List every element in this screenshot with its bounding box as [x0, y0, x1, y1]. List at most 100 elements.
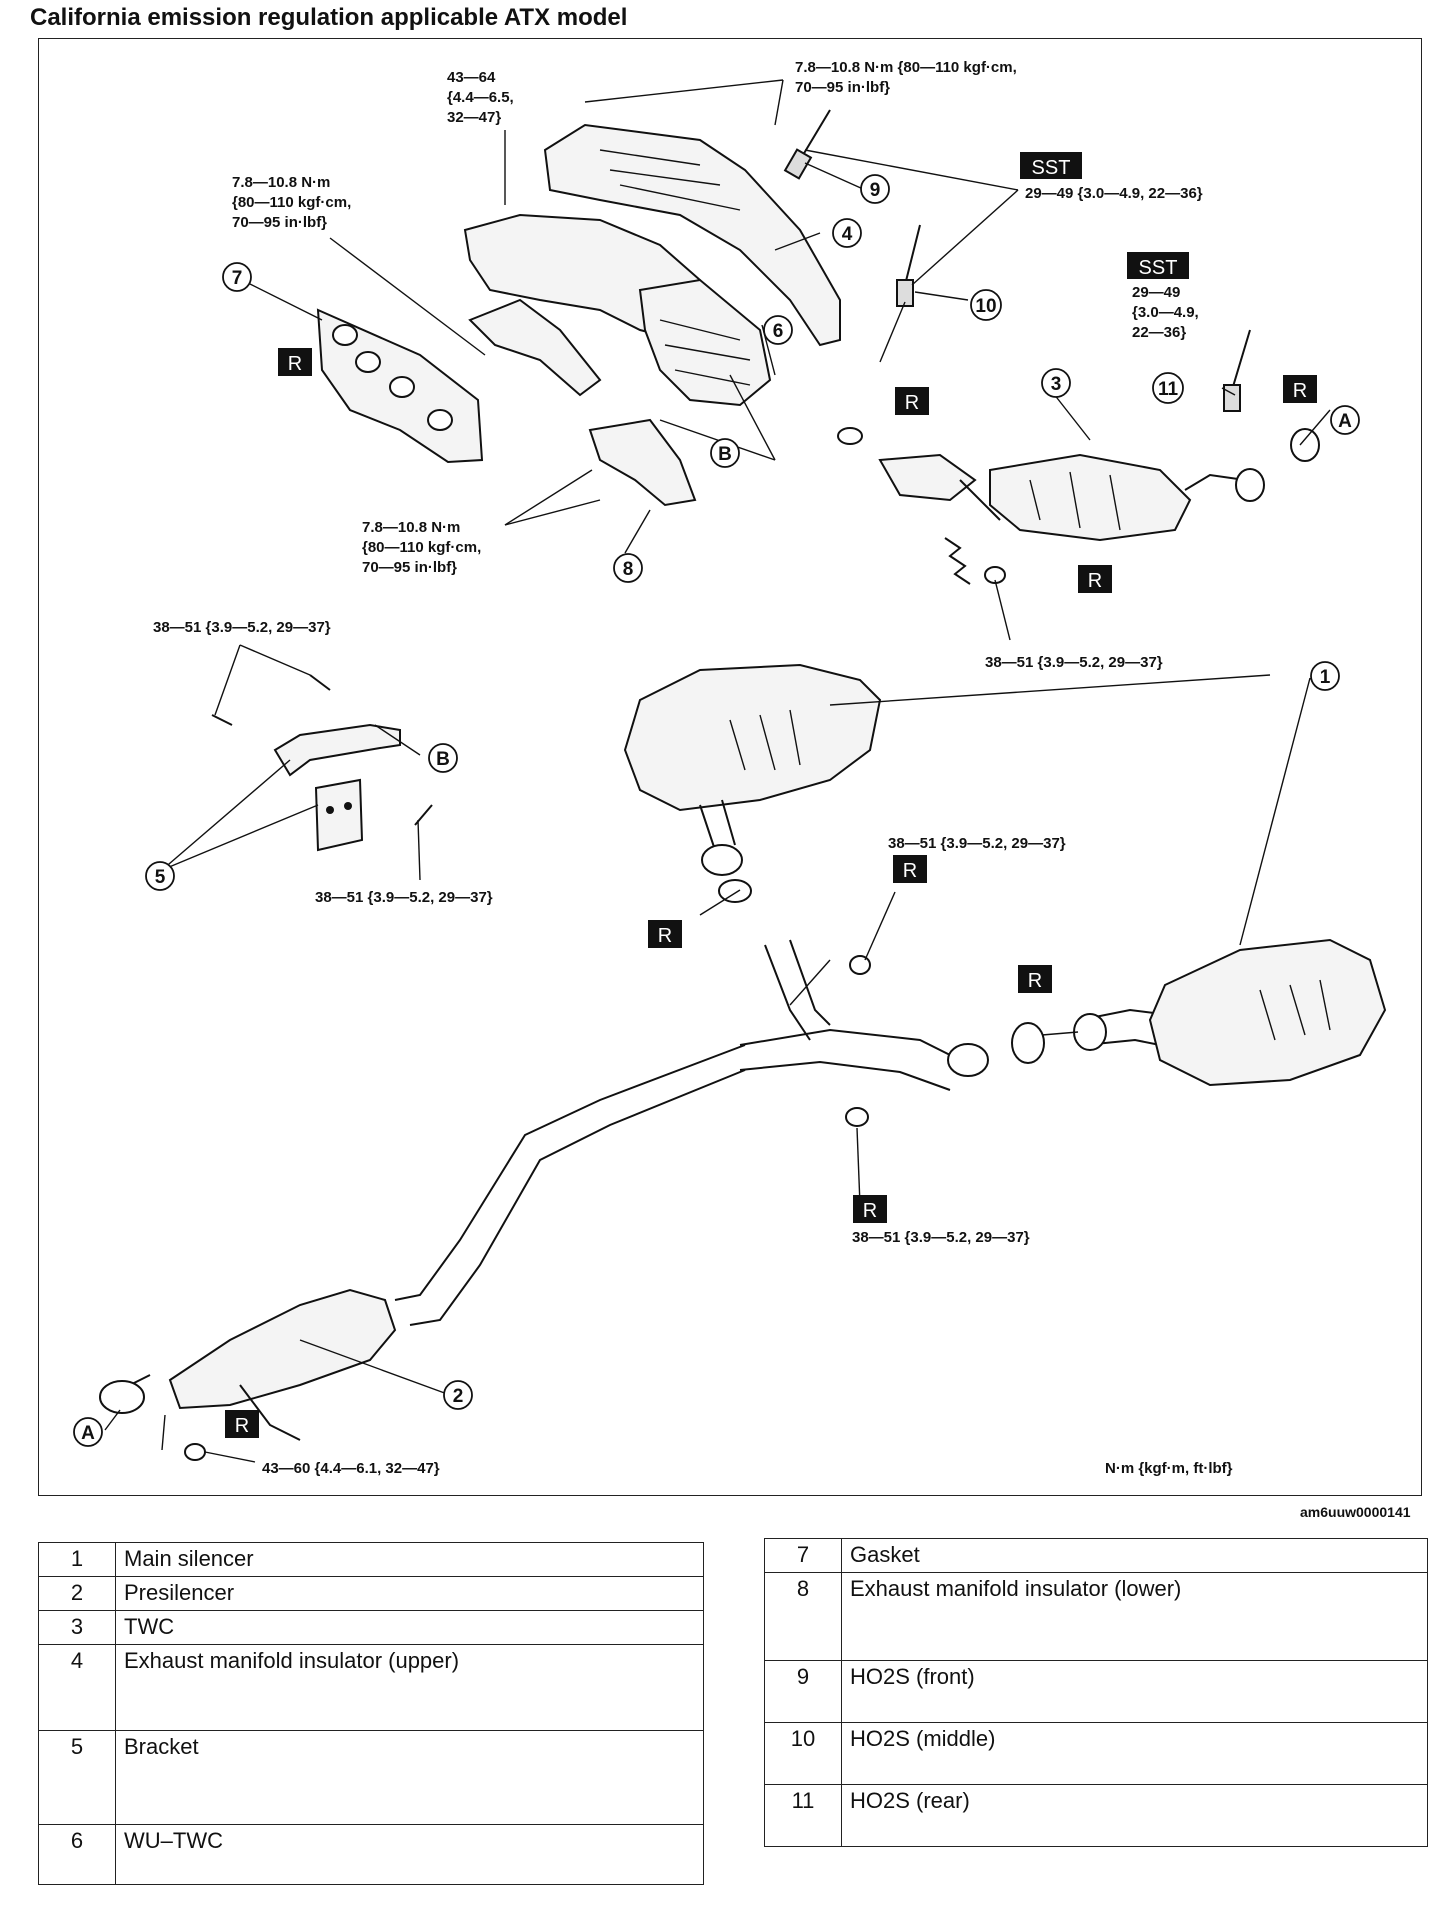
- table-row: 7 Gasket: [764, 1538, 1428, 1573]
- svg-text:3: 3: [1051, 374, 1062, 395]
- gasket-part: [316, 308, 484, 464]
- part-name: HO2S (rear): [841, 1784, 1428, 1847]
- svg-text:32—47}: 32—47}: [447, 109, 501, 126]
- svg-text:R: R: [658, 925, 672, 947]
- svg-text:R: R: [288, 353, 302, 375]
- svg-text:43—64: 43—64: [447, 69, 496, 86]
- ho2s-middle-sensor: [896, 224, 921, 307]
- svg-text:70—95 in·lbf}: 70—95 in·lbf}: [795, 79, 890, 96]
- r-box-8: R: [853, 1195, 887, 1223]
- table-row: 11 HO2S (rear): [764, 1784, 1428, 1847]
- r-box-6: R: [648, 920, 682, 948]
- svg-text:7: 7: [232, 268, 243, 289]
- callout-4: 4: [832, 218, 862, 248]
- torque-label-1: 7.8—10.8 N·m {80—110 kgf·cm, 70—95 in·lb…: [795, 59, 1017, 96]
- part-number: 7: [764, 1538, 842, 1573]
- svg-text:{80—110 kgf·cm,: {80—110 kgf·cm,: [232, 194, 351, 211]
- sst-box-1: SST: [1020, 152, 1082, 179]
- table-row: 5 Bracket: [38, 1730, 704, 1825]
- part-name: Bracket: [115, 1730, 704, 1825]
- reference-code: am6uuw0000141: [1300, 1504, 1411, 1520]
- presilencer-part: [99, 1288, 397, 1461]
- part-name: Presilencer: [115, 1576, 704, 1611]
- y-pipe-part: [739, 939, 1045, 1127]
- r-box-9: R: [225, 1410, 259, 1438]
- part-number: 4: [38, 1644, 116, 1731]
- callout-6: 6: [763, 315, 793, 345]
- svg-text:10: 10: [975, 296, 996, 317]
- part-number: 2: [38, 1576, 116, 1611]
- part-name: Exhaust manifold insulator (upper): [115, 1644, 704, 1731]
- svg-text:R: R: [235, 1415, 249, 1437]
- table-row: 2 Presilencer: [38, 1576, 704, 1611]
- svg-text:29—49 {3.0—4.9, 22—36}: 29—49 {3.0—4.9, 22—36}: [1025, 185, 1203, 202]
- leader-lines: [104, 79, 1331, 1463]
- svg-text:6: 6: [773, 321, 784, 342]
- torque-label-4: 29—49 {3.0—4.9, 22—36}: [1025, 185, 1203, 202]
- table-row: 1 Main silencer: [38, 1542, 704, 1577]
- svg-text:R: R: [1088, 570, 1102, 592]
- svg-text:38—51 {3.9—5.2, 29—37}: 38—51 {3.9—5.2, 29—37}: [315, 889, 493, 906]
- svg-text:38—51 {3.9—5.2, 29—37}: 38—51 {3.9—5.2, 29—37}: [888, 835, 1066, 852]
- r-box-1: R: [278, 348, 312, 376]
- twc-part: [837, 427, 1320, 542]
- torque-label-12: 43—60 {4.4—6.1, 32—47}: [262, 1460, 440, 1477]
- torque-label-10: 38—51 {3.9—5.2, 29—37}: [888, 835, 1066, 852]
- torque-label-6: 7.8—10.8 N·m {80—110 kgf·cm, 70—95 in·lb…: [362, 519, 481, 576]
- svg-text:R: R: [903, 860, 917, 882]
- svg-text:{4.4—6.5,: {4.4—6.5,: [447, 89, 514, 106]
- callout-10: 10: [970, 289, 1002, 321]
- table-row: 10 HO2S (middle): [764, 1722, 1428, 1785]
- main-silencer-part-front: [623, 663, 882, 903]
- callout-3: 3: [1041, 368, 1071, 398]
- svg-text:2: 2: [453, 1386, 464, 1407]
- callout-9: 9: [860, 174, 890, 204]
- svg-text:70—95 in·lbf}: 70—95 in·lbf}: [362, 559, 457, 576]
- ref-letter-b-1: B: [710, 438, 740, 468]
- callout-5: 5: [145, 861, 175, 891]
- spring-bolt: [944, 537, 1006, 585]
- torque-label-2: 43—64 {4.4—6.5, 32—47}: [447, 69, 514, 126]
- callout-1: 1: [1310, 661, 1340, 691]
- svg-text:B: B: [436, 749, 450, 770]
- r-box-2: R: [895, 387, 929, 415]
- torque-label-5: 29—49 {3.0—4.9, 22—36}: [1132, 284, 1199, 341]
- svg-text:70—95 in·lbf}: 70—95 in·lbf}: [232, 214, 327, 231]
- part-name: HO2S (middle): [841, 1722, 1428, 1785]
- svg-text:{3.0—4.9,: {3.0—4.9,: [1132, 304, 1199, 321]
- svg-text:29—49: 29—49: [1132, 284, 1180, 301]
- svg-text:1: 1: [1320, 667, 1331, 688]
- legend-table-left: 1 Main silencer 2 Presilencer 3 TWC 4 Ex…: [38, 1542, 704, 1885]
- part-number: 1: [38, 1542, 116, 1577]
- part-number: 6: [38, 1824, 116, 1885]
- svg-text:8: 8: [623, 559, 634, 580]
- table-row: 4 Exhaust manifold insulator (upper): [38, 1644, 704, 1731]
- svg-text:22—36}: 22—36}: [1132, 324, 1186, 341]
- svg-text:A: A: [1338, 411, 1352, 432]
- ref-letter-a-2: A: [73, 1417, 103, 1447]
- svg-text:SST: SST: [1139, 257, 1178, 279]
- bracket-part: [211, 674, 433, 852]
- svg-text:R: R: [863, 1200, 877, 1222]
- unit-note: N·m {kgf·m, ft·lbf}: [1105, 1460, 1233, 1477]
- r-box-4: R: [1078, 565, 1112, 593]
- callout-7: 7: [222, 262, 252, 292]
- svg-text:38—51 {3.9—5.2, 29—37}: 38—51 {3.9—5.2, 29—37}: [852, 1229, 1030, 1246]
- svg-text:A: A: [81, 1423, 95, 1444]
- svg-text:7.8—10.8 N·m {80—110 kgf·cm,: 7.8—10.8 N·m {80—110 kgf·cm,: [795, 59, 1017, 76]
- callout-2: 2: [443, 1380, 473, 1410]
- svg-text:38—51 {3.9—5.2, 29—37}: 38—51 {3.9—5.2, 29—37}: [153, 619, 331, 636]
- svg-text:5: 5: [155, 867, 166, 888]
- ho2s-rear-sensor: [1223, 329, 1251, 412]
- svg-text:9: 9: [870, 180, 881, 201]
- torque-label-9: 38—51 {3.9—5.2, 29—37}: [315, 889, 493, 906]
- sst-box-2: SST: [1127, 252, 1189, 279]
- callout-11: 11: [1152, 372, 1184, 404]
- svg-text:4: 4: [842, 224, 853, 245]
- table-row: 8 Exhaust manifold insulator (lower): [764, 1572, 1428, 1661]
- intermediate-pipe: [394, 1044, 746, 1326]
- part-number: 9: [764, 1660, 842, 1723]
- r-box-7: R: [1018, 965, 1052, 993]
- part-name: TWC: [115, 1610, 704, 1645]
